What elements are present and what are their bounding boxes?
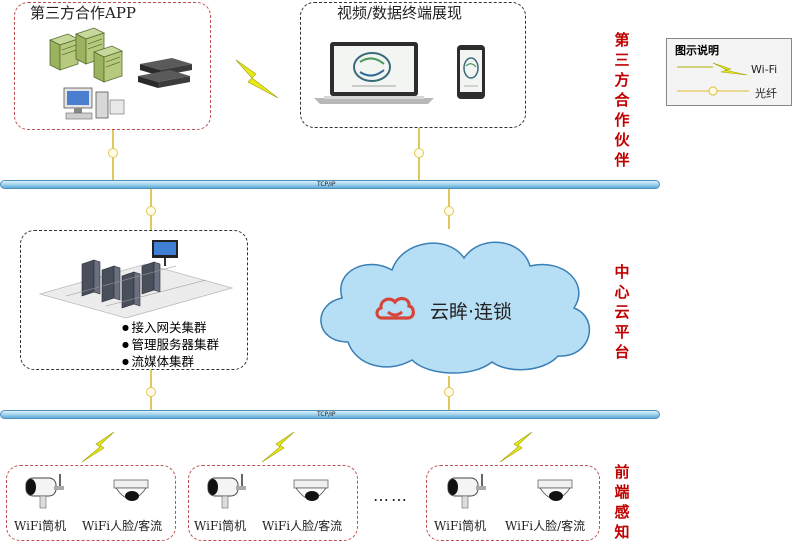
legend: 图示说明 Wi-Fi 光纤 (666, 38, 792, 106)
laptop-icon (314, 42, 434, 104)
camera-label-bullet: WiFi筒机 (434, 519, 487, 533)
bullet-camera-icon (447, 474, 486, 509)
tier-label-center: 中心云平台 (614, 263, 630, 361)
lightning-icon (81, 431, 115, 463)
phone-icon (457, 45, 485, 99)
camera-label-dome: WiFi人脸/客流 (82, 519, 163, 533)
cluster-list: 接入网关集群 管理服务器集群 流媒体集群 (122, 319, 220, 370)
legend-fiber-label: 光纤 (755, 87, 777, 100)
tier-label-third-party: 第三方合作伙伴 (614, 31, 630, 169)
fiber-joint-icon (108, 148, 118, 158)
bullet-camera-icon (25, 474, 64, 509)
pipe-label-bottom: TCP/IP (317, 411, 336, 418)
dvr-box-icon (138, 58, 192, 88)
cloud-brand-name: 云眸·连锁 (430, 301, 513, 323)
cloud-icon (320, 241, 591, 374)
legend-wifi-lightning-icon (677, 62, 748, 76)
edge-group-1 (6, 465, 176, 541)
legend-title: 图示说明 (675, 44, 719, 57)
camera-label-bullet: WiFi筒机 (194, 519, 247, 533)
lightning-icon (235, 59, 279, 99)
fiber-joint-icon (146, 387, 156, 397)
data-center-illustration (38, 240, 234, 319)
tcp-ip-backbone-top (0, 180, 660, 189)
cluster-item: 管理服务器集群 (122, 336, 220, 353)
server-rack-icon (48, 27, 124, 83)
lightning-icon (499, 431, 533, 463)
dome-camera-icon (537, 479, 573, 501)
dome-camera-icon (113, 479, 149, 501)
fiber-joint-icon (444, 387, 454, 397)
cluster-item: 流媒体集群 (122, 353, 219, 370)
legend-fiber-icon (677, 86, 749, 96)
fiber-joint-icon (414, 148, 424, 158)
legend-wifi-label: Wi-Fi (751, 63, 778, 76)
more-groups-ellipsis: …… (373, 486, 409, 505)
bullet-camera-icon (207, 474, 246, 509)
dome-camera-icon (293, 479, 329, 501)
pipe-label-top: TCP/IP (317, 181, 336, 188)
cluster-item: 接入网关集群 (122, 319, 219, 336)
third-party-app-title: 第三方合作APP (30, 4, 137, 22)
lightning-icon (261, 431, 295, 463)
camera-label-bullet: WiFi筒机 (14, 519, 67, 533)
tcp-ip-backbone-bottom (0, 410, 660, 419)
fiber-joint-icon (146, 206, 156, 216)
third-party-app-box (14, 2, 211, 130)
cloud-brand-logo-icon (375, 296, 415, 320)
edge-group-3 (426, 465, 600, 541)
camera-label-dome: WiFi人脸/客流 (505, 519, 586, 533)
terminal-display-box (300, 2, 526, 128)
workstation-icon (63, 87, 125, 120)
terminal-display-title: 视频/数据终端展现 (337, 4, 463, 22)
fiber-joint-icon (444, 206, 454, 216)
edge-group-2 (188, 465, 358, 541)
camera-label-dome: WiFi人脸/客流 (262, 519, 343, 533)
tier-label-edge: 前端感知 (614, 463, 630, 541)
